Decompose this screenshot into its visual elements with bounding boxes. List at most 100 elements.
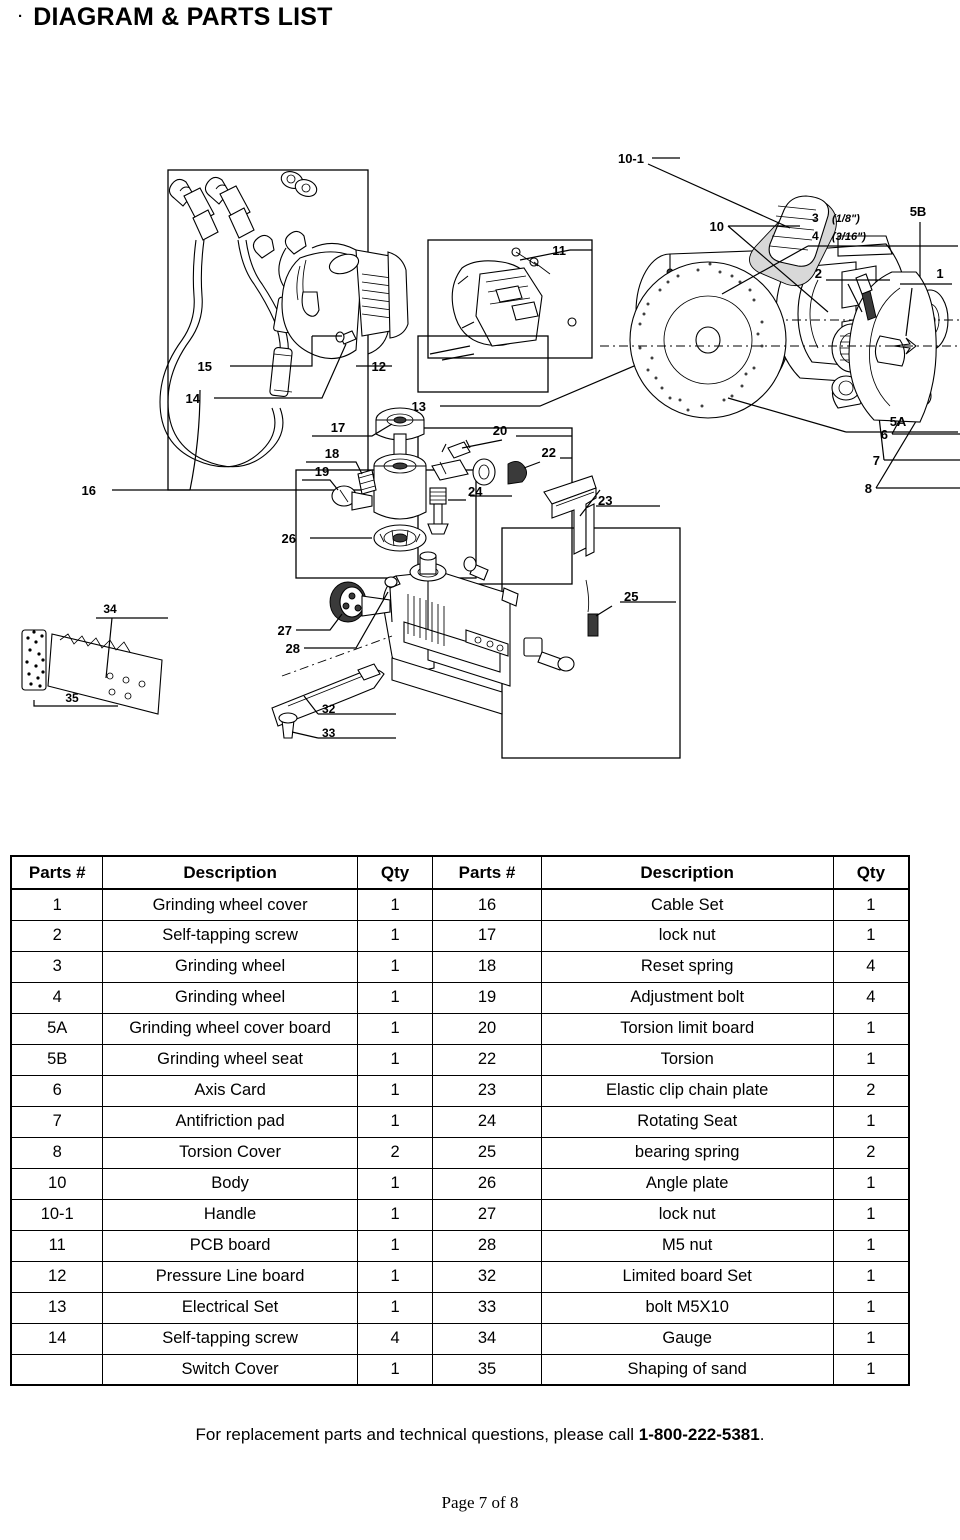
title-bullet-icon: · bbox=[18, 8, 24, 25]
qty-right: 1 bbox=[832, 1167, 910, 1200]
part-lock-nut-17 bbox=[375, 407, 425, 461]
parts-number-right: 35 bbox=[432, 1353, 542, 1386]
part-reset-spring bbox=[357, 469, 377, 495]
parts-number-left: 10 bbox=[10, 1167, 104, 1200]
qty-left: 1 bbox=[356, 1167, 434, 1200]
callout-34: 34 bbox=[96, 602, 168, 679]
callout-33-label: 33 bbox=[322, 726, 336, 740]
description-right: Torsion limit board bbox=[540, 1012, 834, 1045]
description-left: Electrical Set bbox=[102, 1291, 358, 1324]
callout-35: 35 bbox=[33, 691, 118, 707]
part-cable-clamp-a bbox=[168, 178, 219, 241]
footer-phone-number: 1-800-222-5381 bbox=[638, 1425, 760, 1444]
callout-17: 17 bbox=[312, 420, 393, 437]
table-header-row: Parts # Description Qty Parts # Descript… bbox=[10, 855, 910, 890]
description-right: Reset spring bbox=[540, 950, 834, 983]
header-parts-left: Parts # bbox=[10, 855, 104, 890]
page-title: · DIAGRAM & PARTS LIST bbox=[0, 0, 960, 32]
part-pcb-board bbox=[451, 247, 577, 347]
callout-18: 18 bbox=[306, 446, 363, 475]
callout-22: 22 bbox=[523, 445, 572, 469]
parts-number-left bbox=[10, 1353, 104, 1386]
part-cable-clamp-b bbox=[204, 176, 255, 239]
callout-23-label: 23 bbox=[598, 493, 612, 508]
header-parts-right: Parts # bbox=[432, 855, 542, 890]
page-title-text: DIAGRAM & PARTS LIST bbox=[33, 3, 333, 31]
callout-25-label: 25 bbox=[624, 589, 638, 604]
qty-left: 1 bbox=[356, 1260, 434, 1293]
qty-right: 4 bbox=[832, 981, 910, 1014]
part-lock-nut-27 bbox=[329, 581, 391, 623]
callout-4-label: 4 bbox=[812, 229, 819, 243]
description-right: Gauge bbox=[540, 1322, 834, 1355]
qty-right: 1 bbox=[832, 1260, 910, 1293]
description-right: Cable Set bbox=[540, 888, 834, 921]
parts-number-left: 11 bbox=[10, 1229, 104, 1262]
parts-number-left: 4 bbox=[10, 981, 104, 1014]
callout-32-label: 32 bbox=[322, 702, 336, 716]
callout-16-label: 16 bbox=[82, 483, 96, 498]
callout-26-label: 26 bbox=[282, 531, 296, 546]
parts-number-right: 33 bbox=[432, 1291, 542, 1324]
part-angle-plate bbox=[373, 524, 427, 552]
parts-number-right: 19 bbox=[432, 981, 542, 1014]
parts-number-left: 2 bbox=[10, 919, 104, 952]
callout-24: 24 bbox=[448, 484, 512, 501]
part-lower-body bbox=[382, 551, 511, 715]
parts-number-right: 32 bbox=[432, 1260, 542, 1293]
part-gauge bbox=[47, 633, 163, 715]
part-motor-housing bbox=[281, 242, 409, 360]
callout-3: 3 (1/8") bbox=[812, 211, 860, 225]
footer-note-prefix: For replacement parts and technical ques… bbox=[195, 1425, 639, 1444]
description-left: Body bbox=[102, 1167, 358, 1200]
callout-10-label: 10 bbox=[710, 219, 724, 234]
part-limited-board bbox=[271, 635, 393, 739]
header-qty-left: Qty bbox=[356, 855, 434, 890]
description-right: Rotating Seat bbox=[540, 1105, 834, 1138]
callout-33: 33 bbox=[291, 726, 396, 740]
callout-34-label: 34 bbox=[103, 602, 117, 616]
callout-1: 1 bbox=[900, 266, 952, 337]
parts-list-table: Parts # Description Qty Parts # Descript… bbox=[10, 855, 910, 1386]
parts-number-right: 18 bbox=[432, 950, 542, 983]
qty-right: 4 bbox=[832, 950, 910, 983]
footer-contact-note: For replacement parts and technical ques… bbox=[0, 1425, 960, 1445]
description-right: lock nut bbox=[540, 919, 834, 952]
part-bolt-24 bbox=[427, 487, 449, 535]
callout-26: 26 bbox=[282, 531, 372, 546]
callout-18-label: 18 bbox=[325, 446, 339, 461]
callout-10-1: 10-1 bbox=[618, 151, 791, 229]
part-handle bbox=[749, 195, 837, 287]
qty-left: 1 bbox=[356, 1198, 434, 1231]
description-right: bearing spring bbox=[540, 1136, 834, 1169]
callout-11-label: 11 bbox=[552, 243, 566, 258]
parts-number-left: 6 bbox=[10, 1074, 104, 1107]
qty-left: 1 bbox=[356, 1074, 434, 1107]
parts-number-right: 17 bbox=[432, 919, 542, 952]
callout-20-label: 20 bbox=[493, 423, 507, 438]
description-left: Axis Card bbox=[102, 1074, 358, 1107]
parts-number-left: 14 bbox=[10, 1322, 104, 1355]
description-left: Grinding wheel bbox=[102, 950, 358, 983]
parts-number-right: 23 bbox=[432, 1074, 542, 1107]
qty-left: 1 bbox=[356, 888, 434, 921]
header-qty-right: Qty bbox=[832, 855, 910, 890]
parts-number-right: 26 bbox=[432, 1167, 542, 1200]
qty-left: 4 bbox=[356, 1322, 434, 1355]
callout-17-label: 17 bbox=[331, 420, 345, 435]
footer-note-suffix: . bbox=[759, 1425, 765, 1444]
callout-19-label: 19 bbox=[315, 464, 329, 479]
header-description-left: Description bbox=[102, 855, 358, 890]
callout-10-1-label: 10-1 bbox=[618, 151, 644, 166]
parts-number-left: 12 bbox=[10, 1260, 104, 1293]
description-left: Grinding wheel cover board bbox=[102, 1012, 358, 1045]
callout-4-size-label: (3/16") bbox=[832, 231, 866, 243]
part-clip-chain-plate bbox=[543, 475, 597, 557]
grinding-wheel-group: 3 (1/8") 4 (3/16") 2 1 5A bbox=[600, 160, 960, 680]
description-left: Antifriction pad bbox=[102, 1105, 358, 1138]
